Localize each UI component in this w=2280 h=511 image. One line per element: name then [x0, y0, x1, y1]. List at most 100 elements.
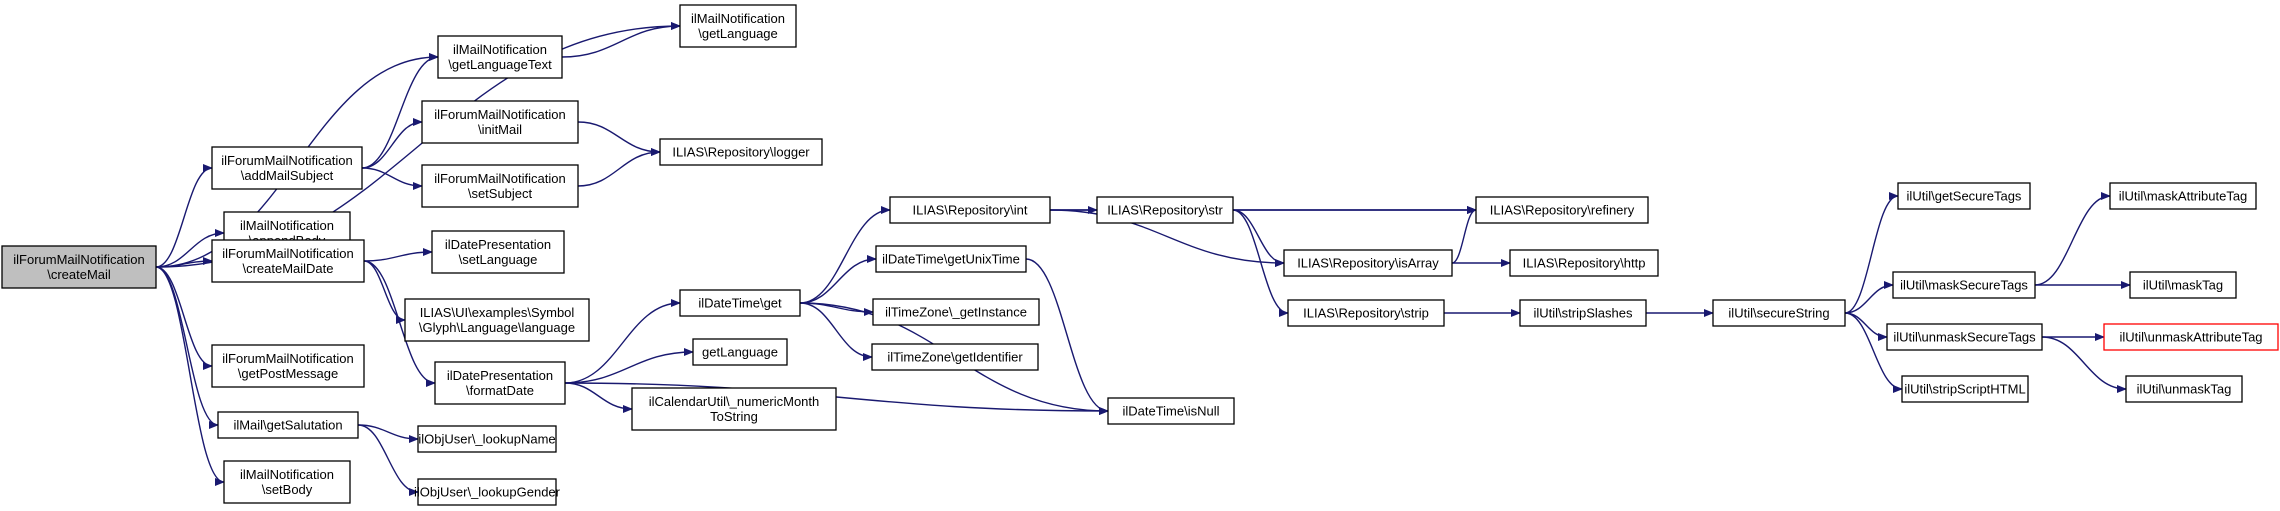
node-label: ilUtil\maskAttributeTag [2119, 189, 2248, 204]
node-ilforummailnotification-initmail[interactable]: ilForumMailNotification\initMail [421, 100, 579, 144]
node-ildatetime-getunixtime[interactable]: ilDateTime\getUnixTime [875, 245, 1027, 273]
node-ildatetime-get[interactable]: ilDateTime\get [679, 289, 801, 317]
node-label: ilMailNotification [691, 11, 785, 26]
node-box [1901, 375, 2029, 403]
node-label: ilUtil\getSecureTags [1907, 189, 2022, 204]
edge-n31-to-n32 [1844, 192, 1899, 314]
node-box [871, 343, 1039, 371]
node-label: ILIAS\Repository\refinery [1490, 203, 1635, 218]
node-label: ilUtil\stripScriptHTML [1904, 382, 2025, 397]
node-ilutil-unmaskattributetag[interactable]: ilUtil\unmaskAttributeTag [2103, 323, 2279, 351]
node-label: ilDatePresentation [447, 368, 553, 383]
node-label: ilObjUser\_lookupName [418, 432, 555, 447]
node-ildatepresentation-setlanguage[interactable]: ilDatePresentation\setLanguage [431, 230, 565, 274]
edge-n0-to-n9 [155, 257, 213, 268]
node-label: ilUtil\unmaskAttributeTag [2119, 330, 2262, 345]
node-ilutil-unmasktag[interactable]: ilUtil\unmaskTag [2125, 375, 2243, 403]
node-ilias-repository-isarray[interactable]: ILIAS\Repository\isArray [1283, 249, 1453, 277]
edge-n17-to-n23 [799, 302, 873, 361]
node-label: ilObjUser\_lookupGender [414, 485, 561, 500]
node-label: ilForumMailNotification [222, 246, 353, 261]
node-getlanguage[interactable]: getLanguage [692, 338, 788, 366]
node-ilobjuser-lookupgender[interactable]: ilObjUser\_lookupGender [414, 478, 561, 506]
node-box [2125, 375, 2243, 403]
node-ilforummailnotification-createmaildate[interactable]: ilForumMailNotification\createMailDate [211, 239, 365, 283]
edge-line [1232, 209, 1285, 267]
edge-line [577, 148, 661, 187]
node-box [1, 245, 157, 289]
node-label: \setSubject [468, 186, 533, 201]
node-ilforummailnotification-setsubject[interactable]: ilForumMailNotification\setSubject [421, 164, 579, 208]
node-ilutil-maskattributetag[interactable]: ilUtil\maskAttributeTag [2109, 182, 2257, 210]
node-ilmailnotification-setbody[interactable]: ilMailNotification\setBody [223, 460, 351, 504]
node-ilias-ui-examples-symbol-glyph-language-language[interactable]: ILIAS\UI\examples\Symbol\Glyph\Language\… [404, 298, 590, 342]
node-label: ilUtil\unmaskTag [2137, 382, 2232, 397]
node-box [217, 411, 359, 439]
node-box [434, 361, 566, 405]
node-ilutil-stripscripthtml[interactable]: ilUtil\stripScriptHTML [1901, 375, 2029, 403]
node-label: ilDatePresentation [445, 237, 551, 252]
node-ilforummailnotification-getpostmessage[interactable]: ilForumMailNotification\getPostMessage [211, 344, 365, 388]
edge-line [363, 260, 436, 387]
node-ilutil-getsecuretags[interactable]: ilUtil\getSecureTags [1897, 182, 2031, 210]
node-ilforummailnotification-addmailsubject[interactable]: ilForumMailNotification\addMailSubject [211, 146, 363, 190]
node-label: ilMailNotification [240, 218, 334, 233]
edge-n0-to-n11 [155, 266, 213, 370]
node-label: \setBody [262, 482, 313, 497]
edge-line [1844, 281, 1894, 314]
node-label: ToString [710, 409, 758, 424]
node-label: ilDateTime\getUnixTime [882, 252, 1020, 267]
node-ilias-repository-strip[interactable]: ILIAS\Repository\strip [1287, 299, 1445, 327]
node-ilmail-getsalutation[interactable]: ilMail\getSalutation [217, 411, 359, 439]
edge-n9-to-n12 [363, 260, 436, 387]
edge-n34-to-n39 [2041, 336, 2127, 393]
node-ilutil-stripslashes[interactable]: ilUtil\stripSlashes [1519, 299, 1647, 327]
node-label: ilMailNotification [453, 42, 547, 57]
node-box [692, 338, 788, 366]
node-ildatetime-isnull[interactable]: ilDateTime\isNull [1107, 397, 1235, 425]
edge-line [361, 118, 423, 169]
node-ilutil-masksecuretags[interactable]: ilUtil\maskSecureTags [1892, 271, 2036, 299]
node-label: ilTimeZone\getIdentifier [887, 350, 1023, 365]
node-box [1712, 299, 1846, 327]
node-ildatepresentation-formatdate[interactable]: ilDatePresentation\formatDate [434, 361, 566, 405]
node-iltimezone-getinstance[interactable]: ilTimeZone\_getInstance [872, 298, 1040, 326]
node-box [1509, 249, 1659, 277]
node-label: ilUtil\unmaskSecureTags [1893, 330, 2036, 345]
edge-line [564, 382, 633, 413]
node-box [889, 196, 1051, 224]
node-box [417, 425, 557, 453]
node-iltimezone-getidentifier[interactable]: ilTimeZone\getIdentifier [871, 343, 1039, 371]
node-label: ilMail\getSalutation [233, 418, 342, 433]
node-box [872, 298, 1040, 326]
node-label: ilDateTime\get [698, 296, 782, 311]
node-box [417, 478, 557, 506]
node-label: ilForumMailNotification [221, 153, 352, 168]
edge-n6-to-n4 [577, 148, 661, 187]
node-box [421, 164, 579, 208]
edge-line [799, 255, 877, 304]
node-ilforummailnotification-createmail[interactable]: ilForumMailNotification\createMail [1, 245, 157, 289]
node-label: ILIAS\Repository\int [913, 203, 1028, 218]
node-ilobjuser-lookupname[interactable]: ilObjUser\_lookupName [417, 425, 557, 453]
node-label: \setLanguage [459, 252, 538, 267]
node-ilutil-securestring[interactable]: ilUtil\secureString [1712, 299, 1846, 327]
node-label: ilUtil\stripSlashes [1534, 306, 1633, 321]
edge-line [155, 164, 213, 268]
edge-n0-to-n5 [155, 164, 213, 268]
node-ilmailnotification-getlanguagetext[interactable]: ilMailNotification\getLanguageText [437, 35, 563, 79]
node-ilias-repository-logger[interactable]: ILIAS\Repository\logger [659, 138, 823, 166]
node-ilias-repository-str[interactable]: ILIAS\Repository\str [1096, 196, 1234, 224]
node-ilias-repository-refinery[interactable]: ILIAS\Repository\refinery [1475, 196, 1649, 224]
node-ilutil-unmasksecuretags[interactable]: ilUtil\unmaskSecureTags [1886, 323, 2043, 351]
node-box [1886, 323, 2043, 351]
edge-n17-to-n20 [799, 206, 891, 304]
node-label: ilForumMailNotification [13, 252, 144, 267]
edge-n9-to-n10 [363, 260, 406, 324]
node-ilias-repository-http[interactable]: ILIAS\Repository\http [1509, 249, 1659, 277]
node-box [211, 146, 363, 190]
node-ilias-repository-int[interactable]: ILIAS\Repository\int [889, 196, 1051, 224]
node-ilutil-masktag[interactable]: ilUtil\maskTag [2129, 271, 2237, 299]
node-ilmailnotification-getlanguage[interactable]: ilMailNotification\getLanguage [679, 4, 797, 48]
